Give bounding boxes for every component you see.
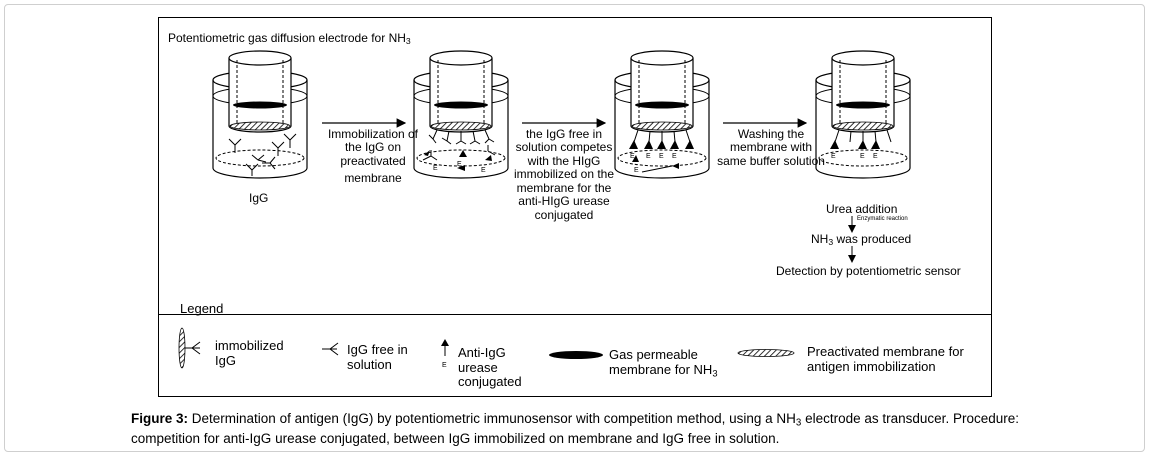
electrode-1-label: IgG	[249, 191, 269, 205]
legend-preactivated-symbol	[737, 349, 795, 357]
electrode-2: E E E	[413, 50, 509, 179]
step-2-text: the IgG free in solution competes with t…	[508, 127, 620, 222]
svg-text:E: E	[831, 153, 836, 160]
step-2-line: anti-HIgG urease	[518, 194, 610, 209]
legend-igg-free-line: IgG free in	[347, 342, 408, 357]
page-frame	[4, 4, 1145, 452]
legend-gas-membrane-line-2: membrane for NH3	[609, 361, 718, 378]
svg-text:E: E	[860, 153, 865, 160]
legend-igg-free-label: IgG free in solution	[347, 342, 408, 372]
legend-preactivated-line: antigen immobilization	[807, 358, 936, 374]
figure-box	[158, 17, 992, 397]
enzymatic-reaction-label: Enzymatic reaction	[857, 216, 908, 222]
step-2-line: with the HIgG	[527, 153, 601, 168]
urea-addition: Urea addition	[826, 202, 898, 216]
svg-text:E: E	[646, 153, 651, 160]
legend-anti-igg-line: Anti-IgG	[458, 345, 506, 360]
legend-gas-membrane-symbol	[549, 351, 603, 359]
legend-immobilized-igg-label: immobilized IgG	[215, 338, 284, 368]
legend-immobilized-igg-line: immobilized	[215, 338, 284, 353]
step-1-line: preactivated	[340, 153, 406, 168]
legend-preactivated-label: Preactivated membrane for antigen immobi…	[807, 344, 964, 374]
step-1-line: the IgG on	[344, 140, 402, 155]
legend-anti-igg-line: urease	[458, 359, 498, 375]
legend-igg-free-symbol	[322, 342, 339, 356]
step-1-line: membrane	[344, 171, 402, 186]
step-1-line: Immobilization of	[327, 127, 419, 141]
legend-gas-membrane-line: Gas permeable	[609, 347, 698, 362]
legend-gas-membrane-label: Gas permeable membrane for NH3	[609, 347, 718, 378]
svg-text:E: E	[457, 161, 462, 168]
svg-text:E: E	[634, 167, 639, 174]
svg-text:E: E	[630, 153, 635, 160]
legend-anti-igg-symbol: E	[441, 339, 449, 369]
svg-text:E: E	[481, 167, 486, 174]
step-3-line: membrane with	[729, 140, 813, 155]
caption-text-1: Determination of antigen (IgG) by potent…	[188, 411, 796, 426]
svg-text:E: E	[873, 153, 878, 160]
svg-text:E: E	[442, 362, 447, 369]
legend-title: Legend	[180, 301, 224, 316]
electrode-3: E E E E E	[614, 50, 710, 179]
caption-sub: 3	[795, 417, 802, 429]
electrode-4: E E E	[815, 50, 911, 179]
detection-label: Detection by potentiometric sensor	[776, 264, 961, 278]
step-3-text: Washing the membrane with same buffer so…	[712, 127, 830, 168]
svg-text:E: E	[659, 153, 664, 160]
svg-text:E: E	[433, 165, 438, 172]
legend-immobilized-igg-line: IgG	[215, 352, 236, 368]
nh3-produced: NH3 was produced	[811, 232, 912, 248]
step-3-line: Washing the	[737, 127, 805, 141]
legend-anti-igg-line: conjugated	[458, 374, 522, 390]
caption-text-2: electrode as transducer. Procedure: comp…	[131, 411, 1019, 447]
step-3-line: same buffer solution	[717, 153, 825, 168]
step-2-line: immobilized on the	[513, 167, 615, 182]
step-2-line: the IgG free in	[525, 127, 603, 141]
legend-anti-igg-label: Anti-IgG urease conjugated	[458, 345, 522, 390]
step-1-text: Immobilization of the IgG on preactivate…	[325, 127, 421, 186]
caption-label: Figure 3:	[131, 411, 189, 426]
legend-igg-free-line: solution	[347, 356, 392, 372]
step-2-line: conjugated	[534, 207, 594, 222]
legend-immobilized-igg-symbol	[178, 327, 201, 369]
step-2-line: membrane for the	[516, 180, 612, 195]
svg-text:E: E	[672, 153, 677, 160]
header-label: Potentiometric gas diffusion electrode f…	[168, 31, 411, 47]
legend-divider	[158, 314, 992, 315]
step-2-line: solution competes	[515, 140, 613, 155]
legend-preactivated-line: Preactivated membrane for	[807, 344, 964, 359]
electrode-1	[212, 50, 308, 179]
figure-caption: Figure 3: Determination of antigen (IgG)…	[131, 410, 1019, 448]
